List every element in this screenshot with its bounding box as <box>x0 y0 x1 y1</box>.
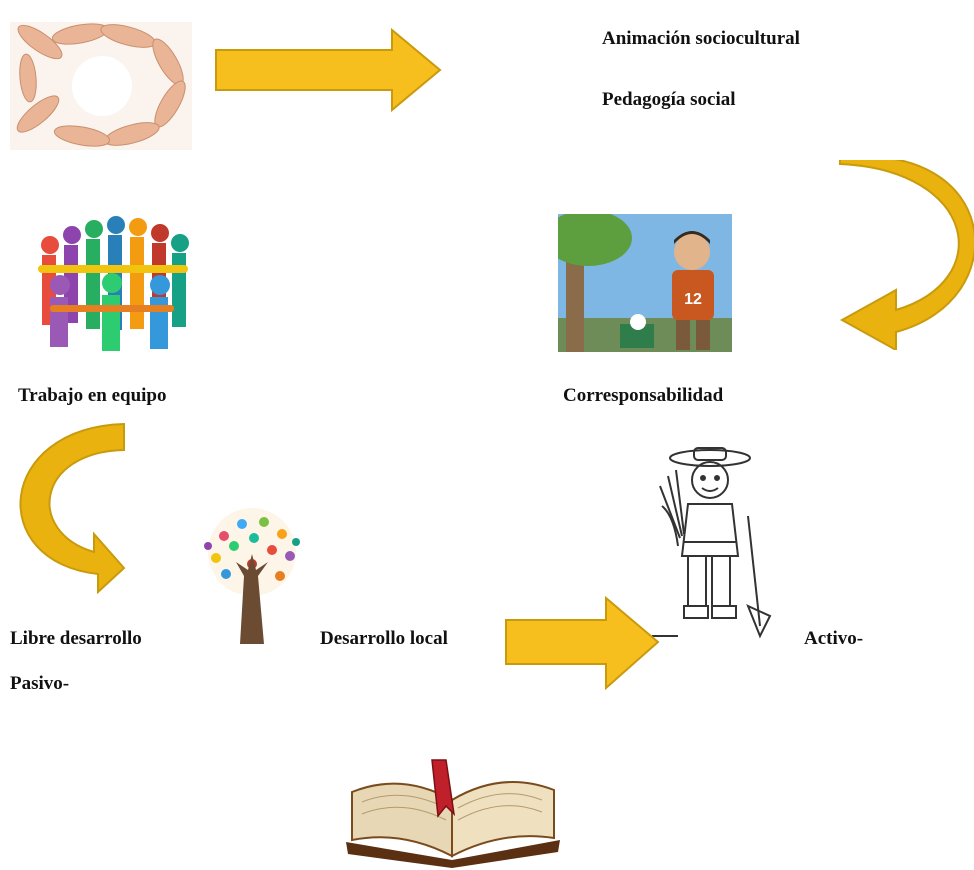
label-pedagogia: Pedagogía social <box>602 89 736 110</box>
hands-circle-image <box>10 22 192 150</box>
label-trabajo-en-equipo: Trabajo en equipo <box>18 385 167 406</box>
kid-tree-image: 12 <box>558 214 732 352</box>
label-activo: Activo- <box>804 628 864 649</box>
arrow-right-bottom <box>504 596 660 690</box>
team-people-image <box>20 205 204 355</box>
arrow-right-top <box>214 28 442 112</box>
curved-arrow-right <box>836 160 974 350</box>
label-animacion: Animación sociocultural <box>602 28 800 49</box>
open-book-image <box>342 752 564 870</box>
label-libre-desarrollo: Libre desarrollo <box>10 628 142 649</box>
label-desarrollo-local: Desarrollo local <box>320 628 448 649</box>
label-pasivo: Pasivo- <box>10 673 70 694</box>
handprint-tree-image <box>194 506 310 646</box>
curved-arrow-left <box>6 422 126 594</box>
farmer-drawing-image <box>648 446 774 640</box>
label-corresponsabilidad: Corresponsabilidad <box>563 385 724 406</box>
kid-shirt-number: 12 <box>684 291 702 308</box>
